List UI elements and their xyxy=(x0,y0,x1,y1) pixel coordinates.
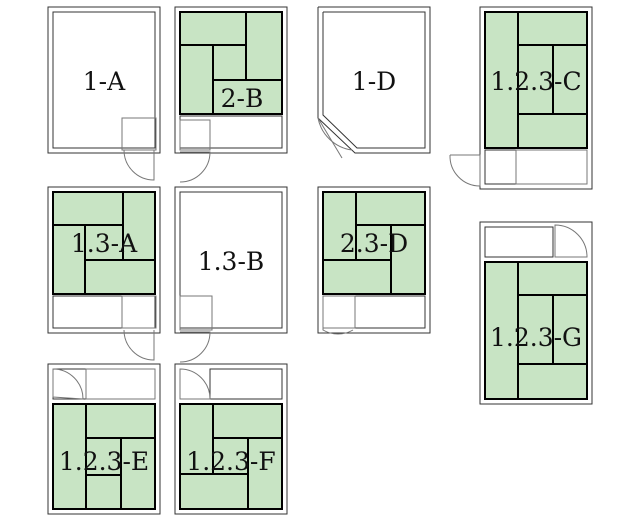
room-1-2-3-c: 1.2.3-C xyxy=(449,6,593,190)
door-swing-icon xyxy=(179,331,211,363)
room-1-3-a: 1.3-A xyxy=(47,186,161,361)
door-swing-icon xyxy=(554,224,588,258)
door-swing-icon xyxy=(123,329,155,361)
room-label: 1-D xyxy=(352,67,396,96)
room-2-3-d: 2.3-D xyxy=(317,186,431,335)
door-swing-icon xyxy=(449,154,481,187)
room-2-b: 2-B xyxy=(174,6,288,183)
room-1-2-3-g: 1.2.3-G xyxy=(479,221,593,405)
room-label: 1.2.3-C xyxy=(490,67,581,96)
room-1-a: 1-A xyxy=(47,6,161,181)
room-label: 2.3-D xyxy=(340,229,408,258)
room-label: 2-B xyxy=(221,84,264,113)
room-1-3-b: 1.3-B xyxy=(174,186,288,363)
room-label: 1.3-B xyxy=(198,247,265,276)
room-label: 1-A xyxy=(83,67,126,96)
door-swing-icon xyxy=(322,296,354,335)
door-swing-icon xyxy=(52,368,84,400)
room-1-2-3-f: 1.2.3-F xyxy=(174,363,288,515)
door-swing-icon xyxy=(179,368,211,400)
room-1-2-3-e: 1.2.3-E xyxy=(47,363,161,515)
room-1-d: 1-D xyxy=(317,6,431,159)
room-label: 1.2.3-G xyxy=(490,323,582,352)
room-label: 1.2.3-E xyxy=(59,447,149,476)
door-swing-icon xyxy=(179,151,211,183)
door-swing-icon xyxy=(317,117,353,151)
door-swing-icon xyxy=(123,149,155,181)
room-label: 1.2.3-F xyxy=(186,447,275,476)
room-label: 1.3-A xyxy=(71,229,138,258)
